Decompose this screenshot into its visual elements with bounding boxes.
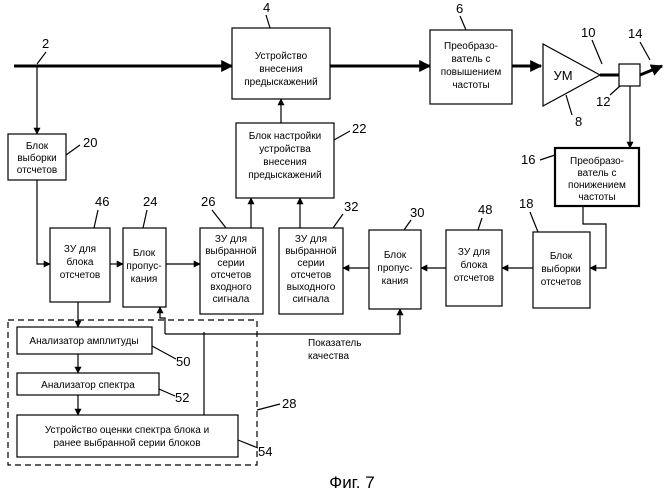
amplifier-label: УМ bbox=[553, 68, 572, 83]
mem-output-line-5: выходного bbox=[287, 282, 336, 293]
pass-left-line-3: кания bbox=[131, 274, 158, 285]
upconverter-line-3: повышением bbox=[441, 67, 502, 78]
mem-input-block: ЗУ для выбранной серии отсчетов входного… bbox=[200, 228, 263, 314]
sampler-right-line-3: отсчетов bbox=[541, 277, 581, 288]
sampler-right-block: Блок выборки отсчетов bbox=[533, 232, 590, 308]
upconverter-block: Преобразо- ватель с повышением частоты bbox=[430, 30, 512, 104]
downconverter-block: Преобразо- ватель с понижением частоты bbox=[555, 148, 639, 206]
output-arrow bbox=[640, 66, 662, 75]
sampler-to-mem-arrow bbox=[37, 180, 50, 264]
pass-left-line-2: пропус- bbox=[126, 261, 161, 272]
predistorter-block: Устройство внесения предыскажений bbox=[232, 28, 330, 99]
mem-block-left-line-1: ЗУ для bbox=[64, 244, 96, 255]
quality-label-line-2: качества bbox=[308, 351, 349, 362]
ref-28: 28 bbox=[282, 396, 296, 411]
mem-block-right-line-2: блока bbox=[461, 259, 488, 271]
upconverter-line-1: Преобразо- bbox=[444, 40, 498, 52]
upconverter-line-4: частоты bbox=[452, 80, 489, 91]
spec-analyzer-block: Анализатор спектра bbox=[17, 373, 159, 395]
mem-input-line-5: входного bbox=[210, 282, 252, 293]
pass-left-line-1: Блок bbox=[133, 248, 156, 259]
ref-26: 26 bbox=[201, 194, 215, 209]
downconverter-line-2: ватель с bbox=[577, 168, 616, 179]
ref-14: 14 bbox=[628, 26, 642, 41]
downconverter-line-1: Преобразо- bbox=[570, 155, 624, 167]
predistorter-line-1: Устройство bbox=[255, 51, 308, 62]
figure-caption: Фиг. 7 bbox=[329, 473, 374, 492]
pass-right-line-3: кания bbox=[382, 276, 409, 287]
ref-22: 22 bbox=[352, 121, 366, 136]
mem-block-left-line-3: отсчетов bbox=[60, 270, 100, 281]
mem-input-line-2: выбранной bbox=[205, 245, 257, 257]
ref-20: 20 bbox=[83, 135, 97, 150]
mem-block-left: ЗУ для блока отсчетов bbox=[50, 228, 110, 302]
spec-estimator-block: Устройство оценки спектра блока и ранее … bbox=[17, 415, 238, 457]
mem-input-line-4: отсчетов bbox=[211, 270, 251, 281]
ref-52: 52 bbox=[175, 390, 189, 405]
ref-18: 18 bbox=[519, 196, 533, 211]
mem-output-line-3: серии bbox=[297, 258, 324, 269]
ref-30: 30 bbox=[410, 205, 424, 220]
tuner-line-2: устройства bbox=[259, 144, 311, 155]
ref-54: 54 bbox=[258, 444, 272, 459]
mem-input-line-3: серии bbox=[217, 258, 244, 269]
mem-input-line-6: сигнала bbox=[213, 294, 250, 305]
pass-right-block: Блок пропус- кания bbox=[369, 230, 421, 309]
ref-24: 24 bbox=[143, 194, 157, 209]
tuner-line-3: внесения bbox=[263, 157, 306, 168]
ref-16: 16 bbox=[521, 152, 535, 167]
ref-6: 6 bbox=[456, 1, 463, 16]
ref-8: 8 bbox=[575, 114, 582, 129]
mem-block-right: ЗУ для блока отсчетов bbox=[446, 230, 502, 306]
mem-output-line-4: отсчетов bbox=[291, 270, 331, 281]
mem-output-block: ЗУ для выбранной серии отсчетов выходног… bbox=[279, 228, 343, 314]
mem-block-right-line-3: отсчетов bbox=[454, 273, 494, 284]
ref-46: 46 bbox=[95, 194, 109, 209]
mem-output-line-1: ЗУ для bbox=[295, 234, 327, 245]
pass-right-line-1: Блок bbox=[384, 250, 407, 261]
spec-estimator-line-2: ранее выбранной серии блоков bbox=[53, 437, 200, 449]
tuner-block: Блок настройки устройства внесения преды… bbox=[236, 123, 334, 198]
downconverter-line-4: частоты bbox=[578, 192, 615, 203]
ref-12: 12 bbox=[596, 94, 610, 109]
sampler-left-line-3: отсчетов bbox=[17, 165, 57, 176]
downconverter-line-3: понижением bbox=[568, 180, 626, 191]
pass-left-block: Блок пропус- кания bbox=[123, 228, 166, 307]
sampler-left-line-1: Блок bbox=[26, 141, 49, 152]
mem-output-line-6: сигнала bbox=[293, 294, 330, 305]
mem-input-line-1: ЗУ для bbox=[215, 234, 247, 245]
upconverter-line-2: ватель с bbox=[451, 54, 490, 65]
sampler-left-line-2: выборки bbox=[17, 152, 56, 164]
spec-analyzer-label: Анализатор спектра bbox=[41, 380, 135, 391]
mem-output-line-2: выбранной bbox=[285, 245, 337, 257]
quality-label-line-1: Показатель bbox=[308, 338, 361, 349]
spec-estimator-line-1: Устройство оценки спектра блока и bbox=[45, 424, 209, 436]
amp-analyzer-label: Анализатор амплитуды bbox=[29, 336, 138, 347]
ref-4: 4 bbox=[263, 0, 270, 15]
sampler-right-line-2: выборки bbox=[541, 263, 580, 275]
pass-right-line-2: пропус- bbox=[377, 263, 412, 274]
ref-48: 48 bbox=[478, 202, 492, 217]
amp-analyzer-block: Анализатор амплитуды bbox=[17, 327, 152, 354]
mem-block-right-line-1: ЗУ для bbox=[458, 247, 490, 258]
ref-50: 50 bbox=[176, 354, 190, 369]
tuner-line-4: предыскажений bbox=[248, 170, 321, 181]
ref-32: 32 bbox=[344, 199, 358, 214]
mem-block-left-line-2: блока bbox=[67, 256, 94, 268]
amplifier-triangle: УМ bbox=[543, 44, 600, 106]
ref-10: 10 bbox=[581, 25, 595, 40]
predistorter-line-2: внесения bbox=[259, 64, 302, 75]
ref-2: 2 bbox=[42, 36, 49, 51]
coupler-block bbox=[619, 64, 640, 86]
sampler-right-line-1: Блок bbox=[550, 251, 573, 262]
sampler-left-block: Блок выборки отсчетов bbox=[8, 134, 66, 180]
predistorter-line-3: предыскажений bbox=[244, 77, 317, 88]
tuner-line-1: Блок настройки bbox=[249, 131, 321, 142]
